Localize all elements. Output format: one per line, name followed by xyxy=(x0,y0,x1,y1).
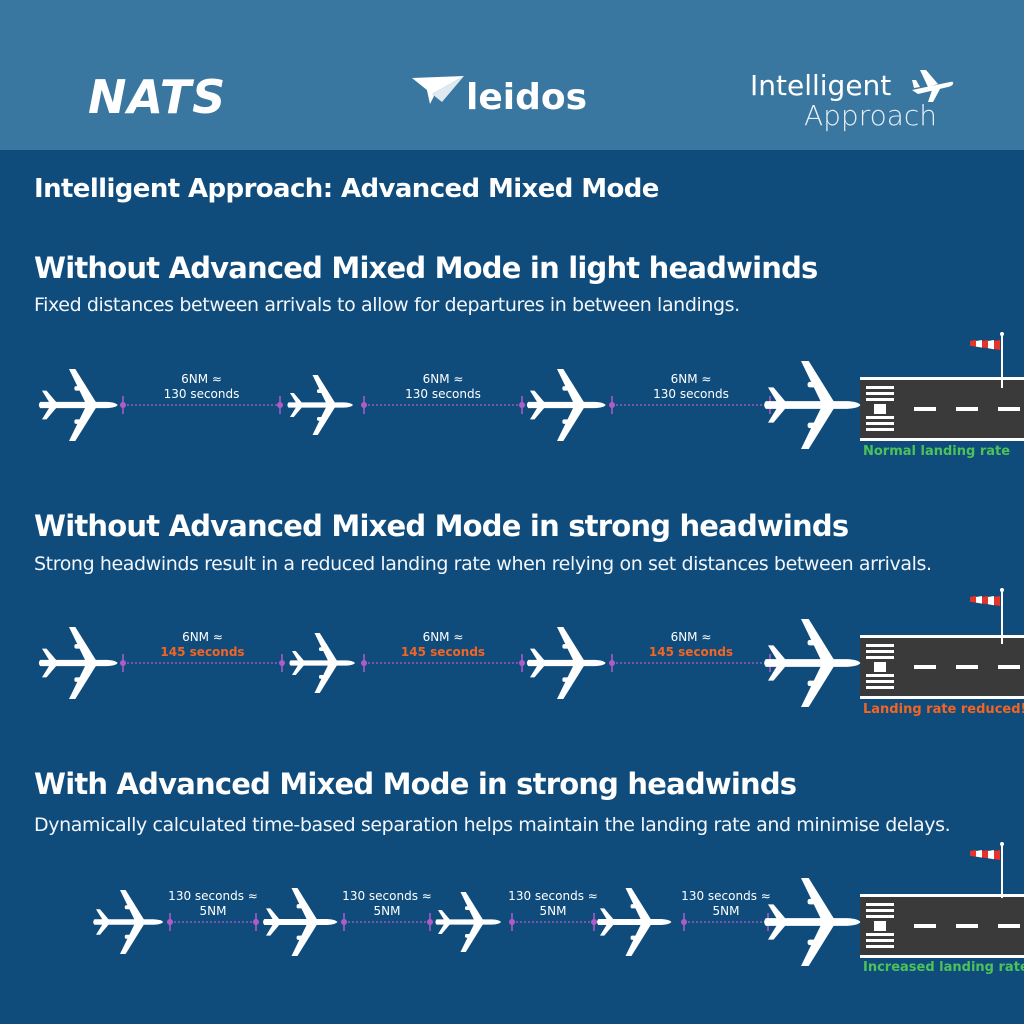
separation-label-line1: 6NM ≈ xyxy=(422,372,464,386)
separation-line xyxy=(120,396,283,414)
page-title: Intelligent Approach: Advanced Mixed Mod… xyxy=(34,174,659,204)
section-3-windsock-icon xyxy=(970,842,1004,898)
separation-label-line1: 6NM ≈ xyxy=(670,630,712,644)
aircraft-2 xyxy=(289,633,355,693)
section-1-runway xyxy=(860,377,1024,441)
section-3-title: With Advanced Mixed Mode in strong headw… xyxy=(34,767,797,801)
aircraft-3 xyxy=(526,627,606,699)
separation-label-line2: 145 seconds xyxy=(160,645,245,659)
header-banner: NATS leidos Intelligent Approach xyxy=(0,0,1024,150)
section-2-title: Without Advanced Mixed Mode in strong he… xyxy=(34,509,849,543)
aircraft-3 xyxy=(526,369,606,441)
separation-label: 6NM ≈145 seconds xyxy=(649,630,733,660)
separation-label-line2: 5NM xyxy=(712,904,740,918)
aircraft-5 xyxy=(764,878,861,966)
separation-label-line1: 6NM ≈ xyxy=(422,630,464,644)
separation-label: 130 seconds ≈5NM xyxy=(508,889,598,919)
separation-label: 130 seconds ≈5NM xyxy=(168,889,258,919)
separation-label: 130 seconds ≈5NM xyxy=(681,889,771,919)
aircraft-4 xyxy=(764,619,861,707)
separation-label-line1: 6NM ≈ xyxy=(181,372,222,386)
separation-label-line1: 130 seconds ≈ xyxy=(168,889,258,903)
section-1-title: Without Advanced Mixed Mode in light hea… xyxy=(34,251,818,285)
separation-label-line2: 145 seconds xyxy=(648,645,734,659)
separation-label-line1: 6NM ≈ xyxy=(670,372,712,386)
separation-label-line1: 130 seconds ≈ xyxy=(681,889,771,903)
section-2-landing-rate-label: Landing rate reduced! xyxy=(863,702,1024,717)
aircraft-4 xyxy=(597,888,672,956)
intelligent-approach-plane-icon xyxy=(912,70,954,102)
separation-line xyxy=(361,396,525,414)
separation-line xyxy=(120,654,285,672)
aircraft-4 xyxy=(764,361,861,449)
separation-label-line2: 5NM xyxy=(199,904,227,918)
separation-label-line1: 130 seconds ≈ xyxy=(342,889,432,903)
intelligent-approach-logo-line2: Approach xyxy=(804,99,938,132)
aircraft-2 xyxy=(287,375,353,435)
separation-label: 130 seconds ≈5NM xyxy=(342,889,432,919)
section-2-runway xyxy=(860,635,1024,699)
aircraft-2 xyxy=(263,888,338,956)
leidos-logo: leidos xyxy=(466,77,588,118)
separation-label-line2: 130 seconds xyxy=(163,387,240,401)
separation-label-line2: 130 seconds xyxy=(405,387,481,401)
section-1-windsock-icon xyxy=(970,332,1004,388)
intelligent-approach-logo-line1: Intelligent xyxy=(750,69,892,102)
separation-label-line1: 130 seconds ≈ xyxy=(508,889,598,903)
separation-line xyxy=(167,913,259,931)
section-3-landing-rate-label: Increased landing rate xyxy=(863,960,1024,975)
aircraft-1 xyxy=(38,369,118,441)
nats-logo: NATS xyxy=(88,70,227,124)
separation-label-line2: 145 seconds xyxy=(400,645,486,659)
separation-label-line1: 6NM ≈ xyxy=(182,630,223,644)
separation-label: 6NM ≈145 seconds xyxy=(401,630,485,660)
section-2-subtitle: Strong headwinds result in a reduced lan… xyxy=(34,553,932,575)
section-1-subtitle: Fixed distances between arrivals to allo… xyxy=(34,294,740,316)
aircraft-1 xyxy=(38,627,118,699)
aircraft-1 xyxy=(93,890,164,954)
separation-label: 6NM ≈130 seconds xyxy=(405,372,481,402)
separation-label-line2: 130 seconds xyxy=(653,387,729,401)
section-2-windsock-icon xyxy=(970,588,1004,644)
leidos-paper-plane-icon xyxy=(412,76,464,104)
section-3-runway xyxy=(860,894,1024,958)
separation-line xyxy=(341,913,433,931)
section-3-subtitle: Dynamically calculated time-based separa… xyxy=(34,814,951,836)
section-1-landing-rate-label: Normal landing rate xyxy=(863,444,1011,459)
separation-label-line2: 5NM xyxy=(539,904,567,918)
aircraft-3 xyxy=(435,892,501,952)
separation-label: 6NM ≈130 seconds xyxy=(164,372,240,402)
separation-line xyxy=(509,913,597,931)
separation-label: 6NM ≈145 seconds xyxy=(160,630,244,660)
separation-label: 6NM ≈130 seconds xyxy=(653,372,729,402)
separation-label-line2: 5NM xyxy=(373,904,401,918)
separation-line xyxy=(361,654,525,672)
